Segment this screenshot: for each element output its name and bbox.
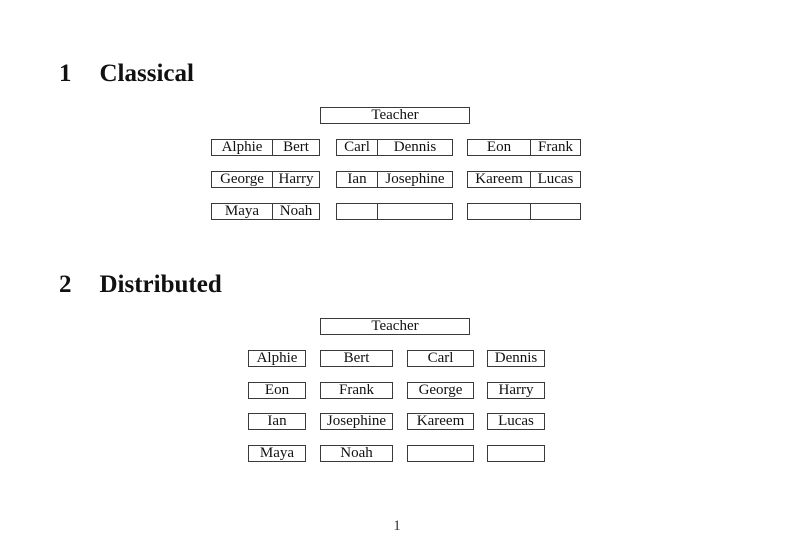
student-box: Noah — [320, 445, 393, 462]
student-cell: Bert — [283, 139, 309, 155]
student-pair-box: Eon Frank — [467, 139, 581, 156]
student-cell: Frank — [538, 139, 573, 155]
student-pair-box: Ian Josephine — [336, 171, 453, 188]
empty-cell — [378, 204, 452, 219]
student-box: Kareem — [407, 413, 474, 430]
empty-student-box — [407, 445, 474, 462]
student-cell: Alphie — [212, 139, 273, 155]
student-box: Josephine — [320, 413, 393, 430]
student-box: Carl — [407, 350, 474, 367]
empty-student-pair-box — [467, 203, 581, 220]
student-box: Frank — [320, 382, 393, 399]
student-cell: Josephine — [385, 171, 445, 187]
student-cell: Lucas — [537, 171, 574, 187]
empty-student-pair-box — [336, 203, 453, 220]
student-box: Harry — [487, 382, 545, 399]
student-box: Alphie — [248, 350, 306, 367]
section-heading-distributed: 2 Distributed — [59, 271, 222, 299]
teacher-label: Teacher — [371, 107, 419, 123]
student-pair-box: Carl Dennis — [336, 139, 453, 156]
student-cell: Maya — [212, 203, 273, 219]
student-pair-box: Maya Noah — [211, 203, 320, 220]
student-box: Eon — [248, 382, 306, 399]
student-cell: Carl — [337, 139, 378, 155]
student-box: George — [407, 382, 474, 399]
section-title: Distributed — [99, 271, 222, 298]
empty-cell — [337, 204, 378, 219]
student-cell: Ian — [337, 171, 378, 187]
empty-cell — [468, 204, 531, 219]
section-heading-classical: 1 Classical — [59, 60, 194, 88]
student-cell: Dennis — [393, 139, 437, 155]
section-number: 1 — [59, 60, 72, 87]
student-box: Dennis — [487, 350, 545, 367]
student-cell: George — [212, 171, 273, 187]
student-box: Maya — [248, 445, 306, 462]
section-title: Classical — [99, 60, 194, 87]
student-cell: Noah — [279, 203, 313, 219]
student-box: Ian — [248, 413, 306, 430]
student-pair-box: George Harry — [211, 171, 320, 188]
empty-cell — [531, 204, 580, 219]
student-box: Lucas — [487, 413, 545, 430]
teacher-box-classical: Teacher — [320, 107, 470, 124]
student-cell: Harry — [278, 171, 314, 187]
student-box: Bert — [320, 350, 393, 367]
teacher-box-distributed: Teacher — [320, 318, 470, 335]
teacher-label: Teacher — [371, 318, 419, 334]
student-cell: Eon — [468, 139, 531, 155]
student-cell: Kareem — [468, 171, 531, 187]
page-number: 1 — [393, 518, 401, 534]
empty-student-box — [487, 445, 545, 462]
student-pair-box: Alphie Bert — [211, 139, 320, 156]
student-pair-box: Kareem Lucas — [467, 171, 581, 188]
section-number: 2 — [59, 271, 72, 298]
